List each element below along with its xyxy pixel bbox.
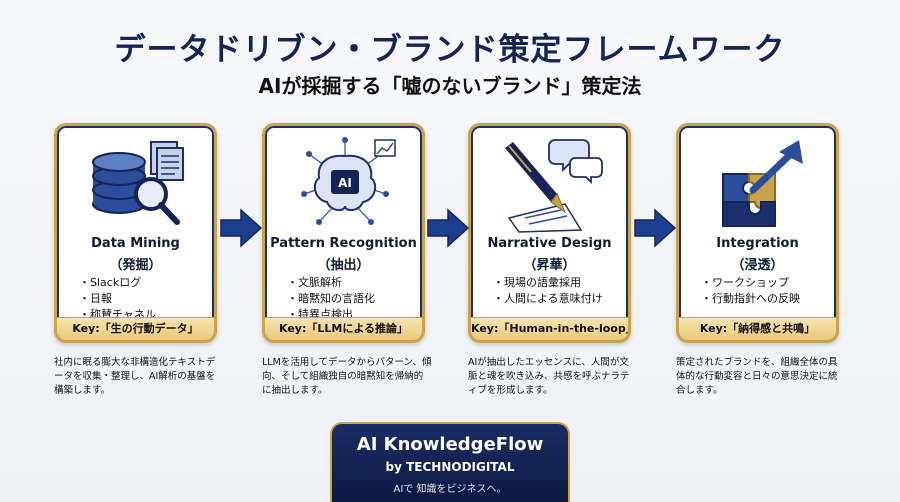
bullet-item: 暗黙知の言語化 [287,291,375,307]
bullet-item: 日報 [79,291,156,307]
bullet-item: ワークショップ [701,275,800,291]
stage-bullets: ワークショップ 行動指針への反映 [701,275,800,307]
stage-card-narrative-design: Narrative Design （昇華） 現場の語彙採用 人間による意味付け … [468,123,631,343]
stage-description: 社内に眠る膨大な非構造化テキストデータを収集・整理し、AI解析の基盤を構築します… [54,357,216,396]
page-subtitle: AIが採掘する「嘘のないブランド」策定法 [258,74,642,98]
stage-bullets: 現場の語彙採用 人間による意味付け [493,275,603,307]
stage-key-bar: Key:「LLMによる推論」 [265,317,422,340]
stage-bullets: 文脈解析 暗黙知の言語化 特異点検出 [287,275,375,323]
bullet-item: 現場の語彙採用 [493,275,603,291]
footer-tagline: AIで 知識をビジネスへ。 [393,484,507,495]
stage-key-bar: Key:「Human-in-the-loop」 [471,317,628,340]
stage-card-integration: Integration （浸透） ワークショップ 行動指針への反映 Key:「納… [676,123,839,343]
bullet-item: Slackログ [79,275,156,291]
footer-brand-badge: AI KnowledgeFlow by TECHNODIGITAL AIで 知識… [330,422,570,502]
stage-description: LLMを活用してデータからパターン、傾向、そして組織独自の暗黙知を帰納的に抽出し… [262,357,432,396]
stage-jp-label: （抽出） [317,258,370,273]
stage-bullets: Slackログ 日報 称賛チャネル [79,275,156,323]
stage-key-bar: Key:「生の行動データ」 [57,317,214,340]
stage-name: Data Mining [91,236,180,251]
bullet-item: 文脈解析 [287,275,375,291]
stage-name: Narrative Design [487,236,612,251]
ai-chip-label: AI [338,176,352,190]
bullet-item: 行動指針への反映 [701,291,800,307]
stage-description: 策定されたブランドを、組織全体の具体的な行動変容と日々の意思決定に統合します。 [676,357,838,396]
footer-brand: AI KnowledgeFlow [356,434,544,455]
ai-brain-icon: AI [301,137,396,225]
flow-arrow-icon [427,208,470,248]
bullet-item: 人間による意味付け [493,291,603,307]
puzzle-growth-icon [722,140,803,227]
page-title: データドリブン・ブランド策定フレームワーク [114,32,786,68]
stage-name: Pattern Recognition [270,236,417,251]
flow-arrow-icon [220,208,263,248]
stage-card-pattern-recognition: AI Pattern Recognition （抽出） 文脈解析 暗黙知の言語化… [262,123,425,343]
fountain-pen-icon [505,139,603,233]
stage-jp-label: （浸透） [731,258,784,273]
stage-key-bar: Key:「納得感と共鳴」 [679,317,836,340]
stage-card-data-mining: Data Mining （発掘） Slackログ 日報 称賛チャネル Key:「… [54,123,217,343]
stage-description: AIが抽出したエッセンスに、人間が文脈と魂を吹き込み、共感を呼ぶナラティブを形成… [468,357,630,396]
database-search-icon [92,141,184,225]
stage-name: Integration [716,236,799,251]
footer-by-line: by TECHNODIGITAL [385,460,515,474]
flow-arrow-icon [634,208,677,248]
stage-jp-label: （発掘） [109,258,162,273]
stage-jp-label: （昇華） [523,258,576,273]
